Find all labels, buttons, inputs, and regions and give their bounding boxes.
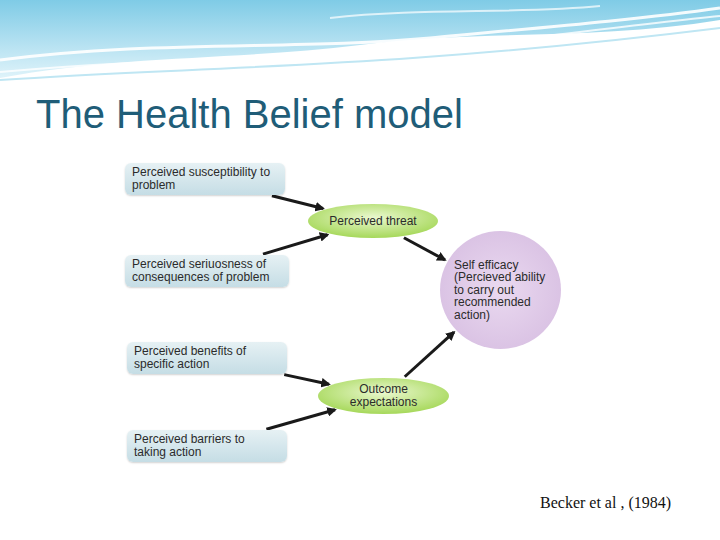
banner-wave [0, 16, 720, 72]
banner-wave [330, 6, 600, 18]
arrow-connector [263, 235, 328, 254]
shape-fill [440, 231, 561, 349]
arrow-connector [266, 410, 335, 429]
factor-box: Perceived benefits of specific action [127, 342, 287, 374]
node-label: Perceived susceptibility to problem [132, 166, 278, 191]
outcome-oval: Outcome expectations [318, 378, 449, 414]
factor-box: Perceived barriers to taking action [127, 430, 287, 462]
node-label: Self efficacy (Percieved ability to carr… [454, 259, 551, 322]
banner-band [0, 0, 720, 78]
node-label: Perceived benefits of specific action [134, 345, 280, 370]
citation: Becker et al , (1984) [540, 494, 671, 512]
banner-wave [0, 28, 720, 80]
arrow-connector [272, 196, 323, 209]
slide-title: The Health Belief model [36, 92, 463, 137]
shape-fill [308, 204, 438, 238]
arrow-connector [404, 238, 445, 260]
threat-oval: Perceived threat [308, 204, 438, 238]
self-efficacy-circle: Self efficacy (Percieved ability to carr… [440, 231, 561, 349]
factor-box: Perceived seriuosness of consequences of… [125, 255, 289, 287]
shape-fill [318, 378, 449, 414]
node-label: Outcome expectations [332, 383, 435, 408]
arrow-connector [284, 375, 329, 385]
arrow-connector [405, 332, 454, 377]
node-label: Perceived seriuosness of consequences of… [132, 258, 282, 283]
node-label: Perceived threat [329, 215, 416, 228]
factor-box: Perceived susceptibility to problem [125, 163, 285, 195]
node-label: Perceived barriers to taking action [134, 433, 280, 458]
